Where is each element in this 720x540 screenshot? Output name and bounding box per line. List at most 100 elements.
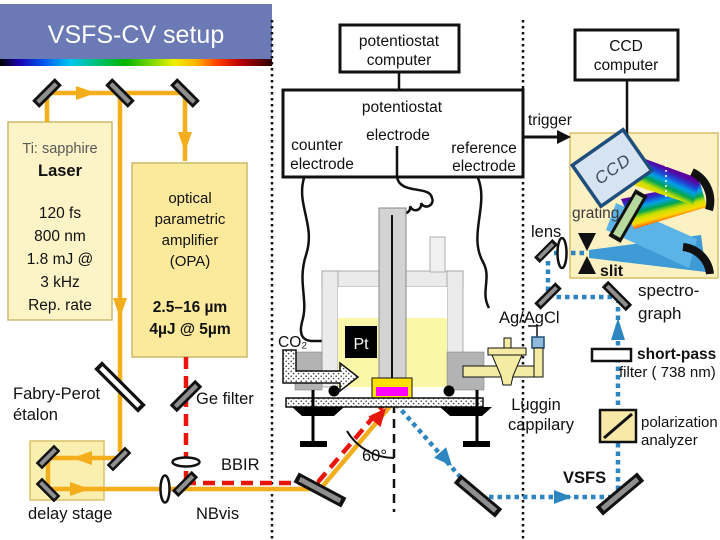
spectrograph-label-2: graph (638, 304, 681, 323)
laser-box (7, 121, 113, 321)
slit-lower-blade (578, 256, 596, 274)
counter-electrode-label-2: electrode (290, 156, 354, 173)
beam-800nm-arrows (70, 86, 192, 496)
sample-turn-mirror (293, 472, 347, 508)
curved-mirror-upper (690, 168, 715, 212)
working-electrode-label: electrode (366, 127, 430, 144)
angle-arc (346, 430, 395, 459)
angle-label: 60° (362, 447, 387, 465)
focus-lens (556, 236, 568, 270)
potentiostat-label: potentiostat (362, 99, 443, 116)
short-pass-label-2: filter ( 738 nm) (619, 364, 716, 381)
short-pass-filter (590, 347, 633, 363)
bbir-label: BBIR (221, 456, 260, 474)
stage-mount-left (292, 407, 344, 416)
trigger-label: trigger (528, 112, 572, 129)
opa-box (131, 162, 248, 358)
delay-stage-mirror-2 (35, 477, 61, 503)
polarization-analyzer (598, 408, 638, 444)
working-electrode (376, 387, 408, 396)
ccd-chip: CCD (569, 127, 655, 209)
steering-mirror-1 (32, 78, 62, 108)
combining-mirror (171, 470, 199, 498)
nbvis-lens (159, 474, 171, 504)
polarization-label-2: analyzer (641, 432, 698, 449)
laser-spec-1: 120 fs (39, 205, 81, 222)
grating (608, 189, 648, 243)
capillary-cone (491, 354, 523, 386)
opa-output-1: 2.5–16 µm (153, 299, 227, 316)
oring-left (328, 385, 340, 397)
opa-label-3: amplifier (162, 232, 219, 249)
grating-label: grating (572, 205, 619, 222)
mirrors (32, 78, 645, 518)
potentiostat-computer-label-2: computer (367, 52, 432, 69)
periscope-mirror-left (534, 282, 562, 310)
laser-spec-2: 800 nm (34, 228, 86, 245)
ag-agcl-label: Ag/AgCl (499, 309, 560, 327)
potentiostat-computer-label-1: potentiostat (359, 33, 440, 50)
co2-inlet-pipe (282, 349, 360, 393)
stage-mount-right (440, 407, 492, 416)
ref-electrode-cap (531, 336, 545, 349)
title-bar (0, 4, 272, 59)
gas-outlet-tube (429, 236, 446, 273)
beam-vsfs-arrows (434, 318, 625, 504)
lens-label: lens (531, 223, 561, 241)
ccd-computer-box (573, 28, 680, 82)
ge-filter-label: Ge filter (196, 390, 254, 408)
beam-splitter-mirror (105, 78, 135, 108)
pt-counter-electrode (345, 326, 377, 358)
pt-label: Pt (353, 336, 369, 353)
slit-label: slit (600, 263, 624, 280)
laser-type-label: Ti: sapphire (22, 141, 97, 157)
curved-mirror-lower (682, 243, 714, 275)
co2-label: CO₂ (278, 334, 307, 351)
oring-right (443, 385, 455, 397)
luggin-label-1: Luggin (511, 396, 561, 414)
periscope-mirror-right (601, 280, 633, 312)
lens-turn-mirror (533, 238, 559, 264)
laser-spec-3: 1.8 mJ @ (27, 251, 94, 268)
sample-stage (285, 397, 484, 408)
ge-filter (169, 379, 203, 413)
vsfs-mirror (595, 472, 645, 516)
nbvis-label: NBvis (196, 505, 239, 523)
counter-electrode-label-1: counter (291, 137, 343, 154)
potentiostat-computer-box (338, 23, 461, 74)
ccd-computer-label-1: CCD (609, 38, 643, 55)
laser-spec-5: Rep. rate (28, 297, 92, 314)
delay-stage-mirror-1 (35, 444, 61, 470)
laser-spec-4: 3 kHz (40, 274, 80, 291)
opa-output-2: 4µJ @ 5µm (149, 321, 230, 338)
delay-turn-mirror (106, 446, 132, 472)
post-base-left (300, 441, 327, 447)
opa-label-4: (OPA) (170, 253, 211, 270)
opa-label-2: parametric (155, 211, 226, 228)
fabry-perot-etalon (94, 361, 146, 413)
cell-wall-left (321, 270, 339, 388)
luggin-label-2: cappilary (508, 416, 575, 434)
opa-label-1: optical (168, 190, 211, 207)
post-base-right (463, 441, 490, 447)
ccd-computer-label-2: computer (594, 57, 659, 74)
steering-mirror-2 (170, 78, 200, 108)
vsfs-label: VSFS (563, 469, 606, 487)
short-pass-label-1: short-pass (637, 346, 716, 363)
reference-electrode-assembly (462, 325, 545, 386)
laser-name-label: Laser (38, 162, 83, 180)
reference-electrode-label-2: electrode (452, 158, 516, 175)
collection-mirror (453, 474, 503, 518)
reference-electrode-label-1: reference (451, 140, 516, 157)
ref-electrode-tube (533, 347, 544, 378)
rainbow-bar (0, 59, 272, 66)
page-title: VSFS-CV setup (48, 21, 224, 49)
slit-upper-blade (578, 233, 596, 251)
spectrograph-label-1: spectro- (638, 281, 699, 300)
beam-ir-arrow (368, 408, 386, 427)
polarization-label-1: polarization (641, 414, 718, 431)
trigger-arrow (557, 130, 571, 144)
capillary-bar (487, 347, 527, 356)
